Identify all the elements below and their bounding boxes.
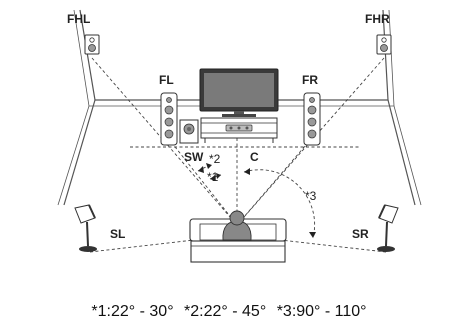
fr-label: FR: [302, 73, 318, 87]
subwoofer-icon: [179, 119, 199, 144]
tv-icon: [199, 68, 279, 117]
fhr-label: FHR: [365, 12, 390, 26]
fr-speaker-icon: [303, 92, 321, 146]
angle-marker-2: *2: [209, 152, 221, 166]
fl-speaker-icon: [160, 92, 178, 146]
c-label: C: [250, 150, 259, 164]
legend-item-2: *2:22° - 45°: [184, 303, 267, 320]
angle-marker-3: *3: [305, 189, 317, 203]
angle-legend: *1:22° - 30° *2:22° - 45° *3:90° - 110°: [0, 303, 458, 321]
fhl-speaker-icon: [84, 34, 100, 55]
sr-label: SR: [352, 227, 369, 241]
center-speaker-rack-icon: [200, 117, 278, 143]
fhl-label: FHL: [67, 12, 91, 26]
sw-label: SW: [184, 150, 204, 164]
legend-item-1: *1:22° - 30°: [91, 303, 174, 320]
fl-label: FL: [159, 73, 174, 87]
legend-item-3: *3:90° - 110°: [276, 303, 367, 320]
sofa-listener-icon: [189, 210, 287, 263]
sl-speaker-icon: [74, 204, 97, 252]
sl-label: SL: [110, 227, 126, 241]
fhr-speaker-icon: [376, 34, 392, 55]
angle-marker-1: *1: [207, 170, 219, 184]
sr-speaker-icon: [377, 204, 399, 252]
angle-arrowheads: [198, 163, 316, 238]
